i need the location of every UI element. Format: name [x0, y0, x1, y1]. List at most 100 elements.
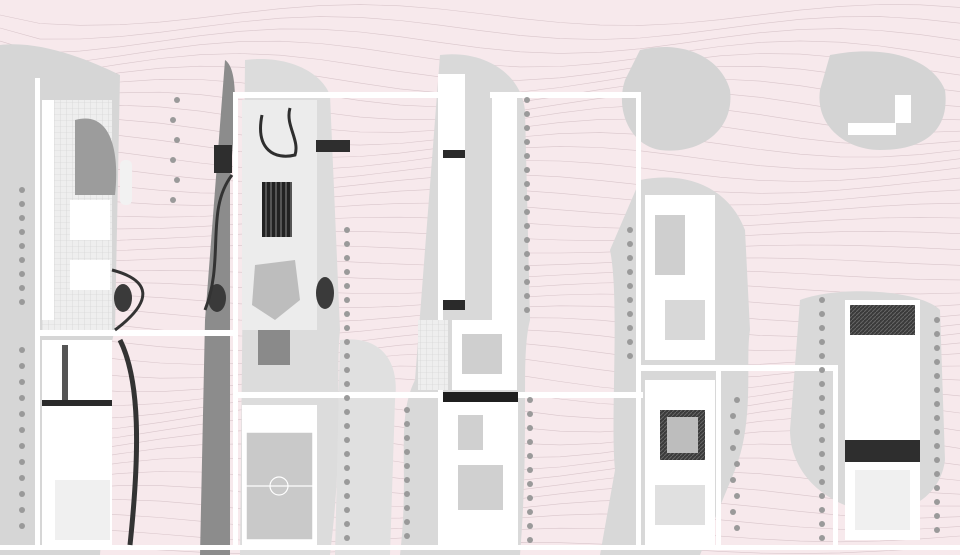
tree: [627, 353, 633, 359]
tree: [627, 297, 633, 303]
tree: [344, 493, 350, 499]
tree: [934, 387, 940, 393]
tree: [524, 209, 530, 215]
tree: [819, 395, 825, 401]
tree: [19, 507, 25, 513]
tree: [934, 513, 940, 519]
tree: [344, 325, 350, 331]
tree: [344, 353, 350, 359]
tree: [404, 449, 410, 455]
tree: [819, 535, 825, 541]
tree: [819, 367, 825, 373]
tree: [627, 241, 633, 247]
tree: [819, 339, 825, 345]
tree: [344, 339, 350, 345]
tree: [404, 533, 410, 539]
tree: [524, 111, 530, 117]
tree: [404, 491, 410, 497]
tree: [174, 177, 180, 183]
tree: [344, 297, 350, 303]
block-2: [203, 100, 350, 545]
tree: [19, 271, 25, 277]
tree: [734, 461, 740, 467]
tree: [524, 279, 530, 285]
tree: [527, 537, 533, 543]
trees: [19, 97, 940, 543]
tree: [404, 421, 410, 427]
tree: [344, 451, 350, 457]
tree: [19, 363, 25, 369]
block-1: [42, 100, 145, 546]
tree: [19, 243, 25, 249]
tree: [734, 397, 740, 403]
tree: [524, 265, 530, 271]
tree: [344, 367, 350, 373]
block-4: [645, 195, 715, 545]
tree: [19, 523, 25, 529]
tree: [819, 423, 825, 429]
tree: [344, 227, 350, 233]
tree: [19, 459, 25, 465]
tree: [19, 411, 25, 417]
tree: [344, 409, 350, 415]
tree: [524, 167, 530, 173]
tree: [934, 373, 940, 379]
tree: [19, 215, 25, 221]
tree: [934, 471, 940, 477]
tree: [524, 195, 530, 201]
tree: [404, 519, 410, 525]
tree: [404, 407, 410, 413]
tree: [19, 201, 25, 207]
tree: [819, 409, 825, 415]
tree: [934, 457, 940, 463]
tree: [934, 485, 940, 491]
tree: [627, 311, 633, 317]
tree: [524, 293, 530, 299]
tree: [344, 507, 350, 513]
tree: [819, 493, 825, 499]
tree: [524, 237, 530, 243]
tree: [819, 325, 825, 331]
tree: [174, 97, 180, 103]
tree: [19, 395, 25, 401]
tree: [734, 493, 740, 499]
block-3: [418, 74, 518, 547]
tree: [819, 507, 825, 513]
tree: [19, 299, 25, 305]
tree: [934, 359, 940, 365]
tree: [524, 125, 530, 131]
tree: [19, 475, 25, 481]
tree: [344, 381, 350, 387]
tree: [627, 325, 633, 331]
tree: [730, 445, 736, 451]
tree: [527, 495, 533, 501]
tree: [524, 251, 530, 257]
tree: [527, 509, 533, 515]
tree: [344, 479, 350, 485]
tree: [404, 477, 410, 483]
tree: [19, 443, 25, 449]
tree: [527, 425, 533, 431]
tree: [527, 467, 533, 473]
tree: [627, 339, 633, 345]
tree: [524, 97, 530, 103]
tree: [819, 521, 825, 527]
tree: [19, 229, 25, 235]
tree: [344, 521, 350, 527]
tree: [404, 435, 410, 441]
tree: [344, 283, 350, 289]
tree: [344, 311, 350, 317]
tree: [524, 223, 530, 229]
tree: [19, 285, 25, 291]
tree: [19, 347, 25, 353]
tree: [527, 411, 533, 417]
tree: [934, 331, 940, 337]
tree: [627, 269, 633, 275]
tree: [934, 429, 940, 435]
tree: [344, 535, 350, 541]
walkways: [0, 74, 960, 550]
tree: [627, 283, 633, 289]
tree: [627, 255, 633, 261]
tree: [934, 317, 940, 323]
